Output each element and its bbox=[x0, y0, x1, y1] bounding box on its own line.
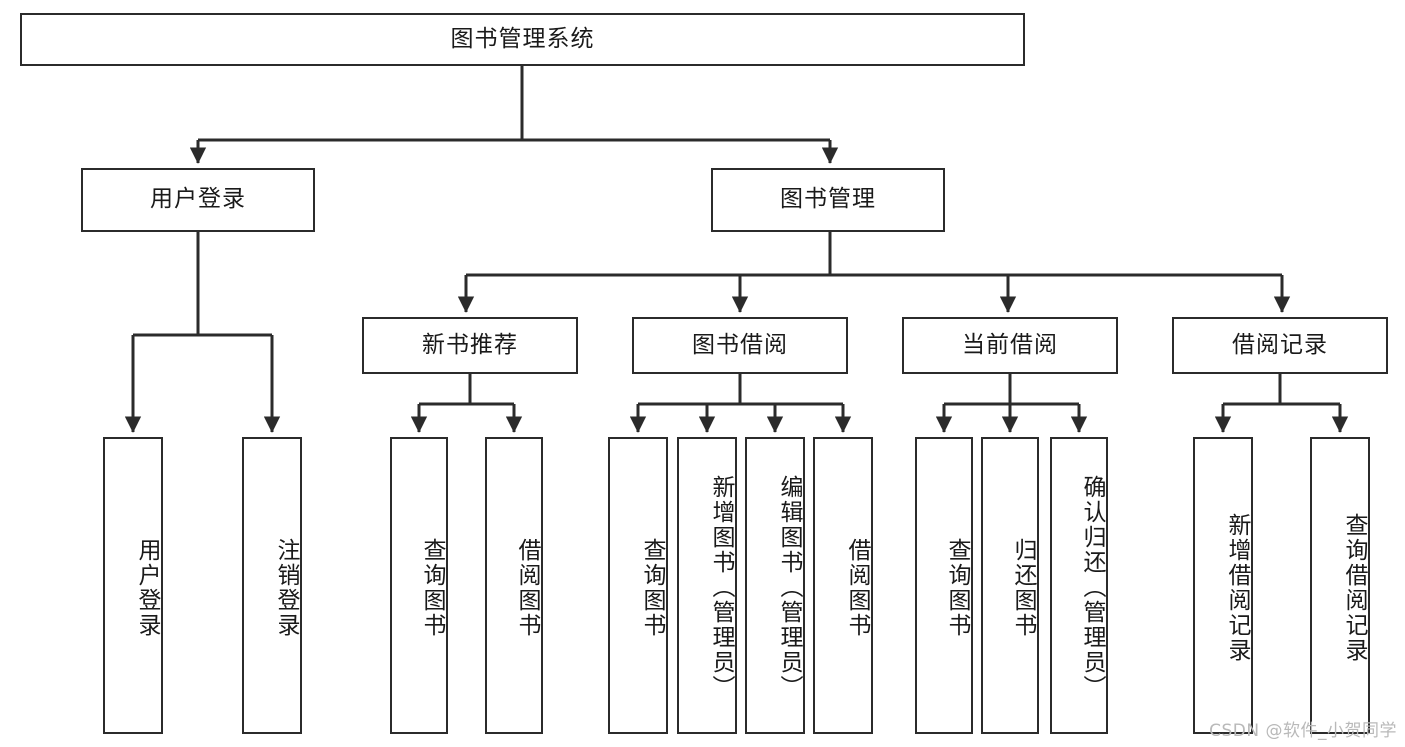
node-leaf-query-book-2[interactable]: 查询图书 bbox=[608, 437, 668, 734]
node-leaf-query-record-label: 查询借阅记录 bbox=[1341, 512, 1367, 663]
node-leaf-query-book-2-label: 查询图书 bbox=[639, 537, 665, 638]
node-leaf-confirm-return-label: 确认归还（管理员） bbox=[1079, 475, 1105, 700]
node-leaf-borrow-book-2[interactable]: 借阅图书 bbox=[813, 437, 873, 734]
node-leaf-query-book-3[interactable]: 查询图书 bbox=[915, 437, 973, 734]
node-leaf-add-book[interactable]: 新增图书（管理员） bbox=[677, 437, 737, 734]
node-leaf-query-book-1[interactable]: 查询图书 bbox=[390, 437, 448, 734]
node-book-borrow[interactable]: 图书借阅 bbox=[632, 317, 848, 374]
node-leaf-query-book-1-label: 查询图书 bbox=[419, 537, 445, 638]
node-leaf-query-book-3-label: 查询图书 bbox=[944, 537, 970, 638]
node-leaf-add-record[interactable]: 新增借阅记录 bbox=[1193, 437, 1253, 734]
node-current-borrow[interactable]: 当前借阅 bbox=[902, 317, 1118, 374]
node-leaf-return-book-label: 归还图书 bbox=[1010, 537, 1036, 638]
node-root-label: 图书管理系统 bbox=[450, 25, 595, 52]
node-leaf-borrow-book-1[interactable]: 借阅图书 bbox=[485, 437, 543, 734]
node-user-login[interactable]: 用户登录 bbox=[81, 168, 315, 232]
watermark-text: CSDN @软件_小贺同学 bbox=[1209, 721, 1397, 741]
node-leaf-return-book[interactable]: 归还图书 bbox=[981, 437, 1039, 734]
node-leaf-query-record[interactable]: 查询借阅记录 bbox=[1310, 437, 1370, 734]
node-leaf-logout-login[interactable]: 注销登录 bbox=[242, 437, 302, 734]
node-leaf-edit-book[interactable]: 编辑图书（管理员） bbox=[745, 437, 805, 734]
node-book-borrow-label: 图书借阅 bbox=[692, 331, 788, 358]
node-leaf-add-book-label: 新增图书（管理员） bbox=[708, 475, 734, 700]
node-leaf-user-login-label: 用户登录 bbox=[134, 537, 160, 638]
node-user-login-label: 用户登录 bbox=[150, 186, 246, 213]
node-leaf-add-record-label: 新增借阅记录 bbox=[1224, 512, 1250, 663]
node-book-manage[interactable]: 图书管理 bbox=[711, 168, 945, 232]
node-leaf-edit-book-label: 编辑图书（管理员） bbox=[776, 475, 802, 700]
node-leaf-borrow-book-2-label: 借阅图书 bbox=[844, 537, 870, 638]
node-borrow-record-label: 借阅记录 bbox=[1232, 331, 1328, 358]
node-current-borrow-label: 当前借阅 bbox=[962, 331, 1058, 358]
node-leaf-confirm-return[interactable]: 确认归还（管理员） bbox=[1050, 437, 1108, 734]
node-borrow-record[interactable]: 借阅记录 bbox=[1172, 317, 1388, 374]
node-root[interactable]: 图书管理系统 bbox=[20, 13, 1025, 66]
node-leaf-logout-login-label: 注销登录 bbox=[273, 537, 299, 638]
node-new-book-recommend-label: 新书推荐 bbox=[422, 331, 518, 358]
node-book-manage-label: 图书管理 bbox=[780, 186, 876, 213]
node-new-book-recommend[interactable]: 新书推荐 bbox=[362, 317, 578, 374]
node-leaf-user-login[interactable]: 用户登录 bbox=[103, 437, 163, 734]
node-leaf-borrow-book-1-label: 借阅图书 bbox=[514, 537, 540, 638]
